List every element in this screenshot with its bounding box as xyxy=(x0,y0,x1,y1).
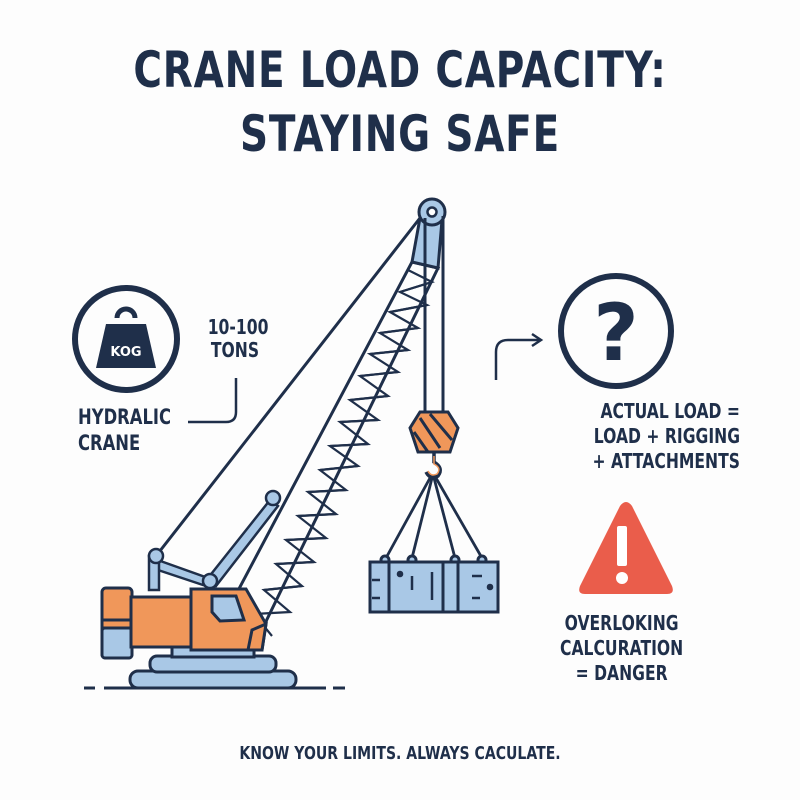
warning-triangle-icon xyxy=(579,502,673,594)
boom-pulley xyxy=(417,197,447,227)
crane-cab xyxy=(100,586,268,660)
arrow-right-icon xyxy=(494,332,544,380)
crane-type-line-2: CRANE xyxy=(78,431,141,455)
warning-line-3: = DANGER xyxy=(575,661,668,685)
title-line-2: STAYING SAFE xyxy=(239,105,561,163)
capacity-line-2: TONS xyxy=(210,338,260,362)
crane-boom xyxy=(212,216,444,645)
footer-tagline: KNOW YOUR LIMITS. ALWAYS CACULATE. xyxy=(239,743,561,764)
warning-line-1: OVERLOKING xyxy=(564,611,679,635)
actual-load-line-3: + ATTACHMENTS xyxy=(592,449,740,473)
actual-load-line-2: LOAD + RIGGING xyxy=(593,424,740,448)
backstay-cable xyxy=(154,217,422,557)
crane-type-line-1: HYDRALIC xyxy=(78,405,172,429)
crane-struts xyxy=(147,489,282,592)
weight-icon: KOG xyxy=(72,285,180,393)
question-circle-icon: ? xyxy=(558,273,674,389)
capacity-line-1: 10-100 xyxy=(207,315,269,339)
page-title: CRANE LOAD CAPACITY: STAYING SAFE xyxy=(88,38,712,166)
question-glyph: ? xyxy=(593,289,638,379)
warning-line-2: CALCURATION xyxy=(560,636,684,660)
crane-type-label: HYDRALIC CRANE xyxy=(78,404,171,456)
actual-load-line-1: ACTUAL LOAD = xyxy=(600,399,740,423)
title-line-1: CRANE LOAD CAPACITY: xyxy=(133,41,667,99)
hoist-cables xyxy=(423,216,445,412)
capacity-label: 10-100 TONS xyxy=(207,315,269,362)
rigging-slings xyxy=(384,477,484,559)
connector-line xyxy=(188,378,238,424)
weight-label: KOG xyxy=(110,345,141,360)
danger-warning-text: OVERLOKING CALCURATION = DANGER xyxy=(560,611,683,686)
crane-hook-icon xyxy=(408,410,460,480)
container-load-icon xyxy=(368,554,500,614)
actual-load-formula: ACTUAL LOAD = LOAD + RIGGING + ATTACHMEN… xyxy=(584,399,740,474)
crane-base xyxy=(128,643,298,690)
